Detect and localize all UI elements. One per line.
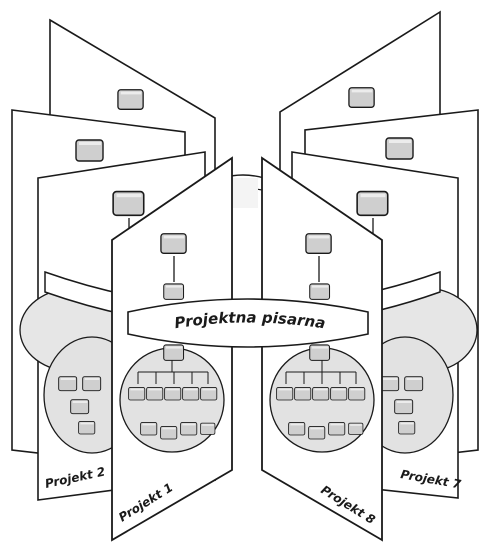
org-box-icon bbox=[140, 421, 158, 436]
org-box-icon bbox=[146, 386, 164, 401]
org-box-icon bbox=[348, 386, 366, 401]
org-box-icon bbox=[163, 344, 185, 361]
org-box-icon bbox=[398, 420, 416, 435]
org-box-icon bbox=[305, 233, 332, 255]
org-box-icon bbox=[182, 386, 200, 401]
org-box-icon bbox=[328, 421, 346, 436]
org-box-icon bbox=[70, 399, 90, 415]
hub-connector-arcs bbox=[221, 174, 265, 208]
org-box-icon bbox=[348, 87, 375, 109]
org-box-icon bbox=[308, 425, 326, 440]
hub-label: Projektna pisarna bbox=[173, 308, 326, 332]
org-box-icon bbox=[276, 386, 294, 401]
org-box-icon bbox=[312, 386, 330, 401]
org-box-icon bbox=[180, 421, 198, 436]
org-box-icon bbox=[75, 139, 104, 162]
org-box-icon bbox=[385, 137, 414, 160]
hub-banner: Projektna pisarna bbox=[127, 298, 369, 361]
org-box-icon bbox=[82, 376, 102, 392]
org-box-icon bbox=[348, 422, 364, 435]
org-box-icon bbox=[394, 399, 414, 415]
org-box-icon bbox=[356, 190, 389, 217]
org-box-icon bbox=[160, 233, 187, 255]
org-box-icon bbox=[294, 386, 312, 401]
org-box-icon bbox=[160, 425, 178, 440]
org-box-icon bbox=[164, 386, 182, 401]
org-box-icon bbox=[288, 421, 306, 436]
org-box-icon bbox=[309, 344, 331, 361]
org-box-icon bbox=[112, 190, 145, 217]
org-box-icon bbox=[309, 283, 331, 300]
org-box-icon bbox=[380, 376, 400, 392]
org-box-icon bbox=[404, 376, 424, 392]
org-box-icon bbox=[128, 386, 146, 401]
org-box-icon bbox=[58, 376, 78, 392]
org-box-icon bbox=[117, 89, 144, 111]
org-box-icon bbox=[330, 386, 348, 401]
org-box-icon bbox=[163, 283, 185, 300]
org-box-icon bbox=[200, 386, 218, 401]
org-box-icon bbox=[78, 420, 96, 435]
org-box-icon bbox=[200, 422, 216, 435]
